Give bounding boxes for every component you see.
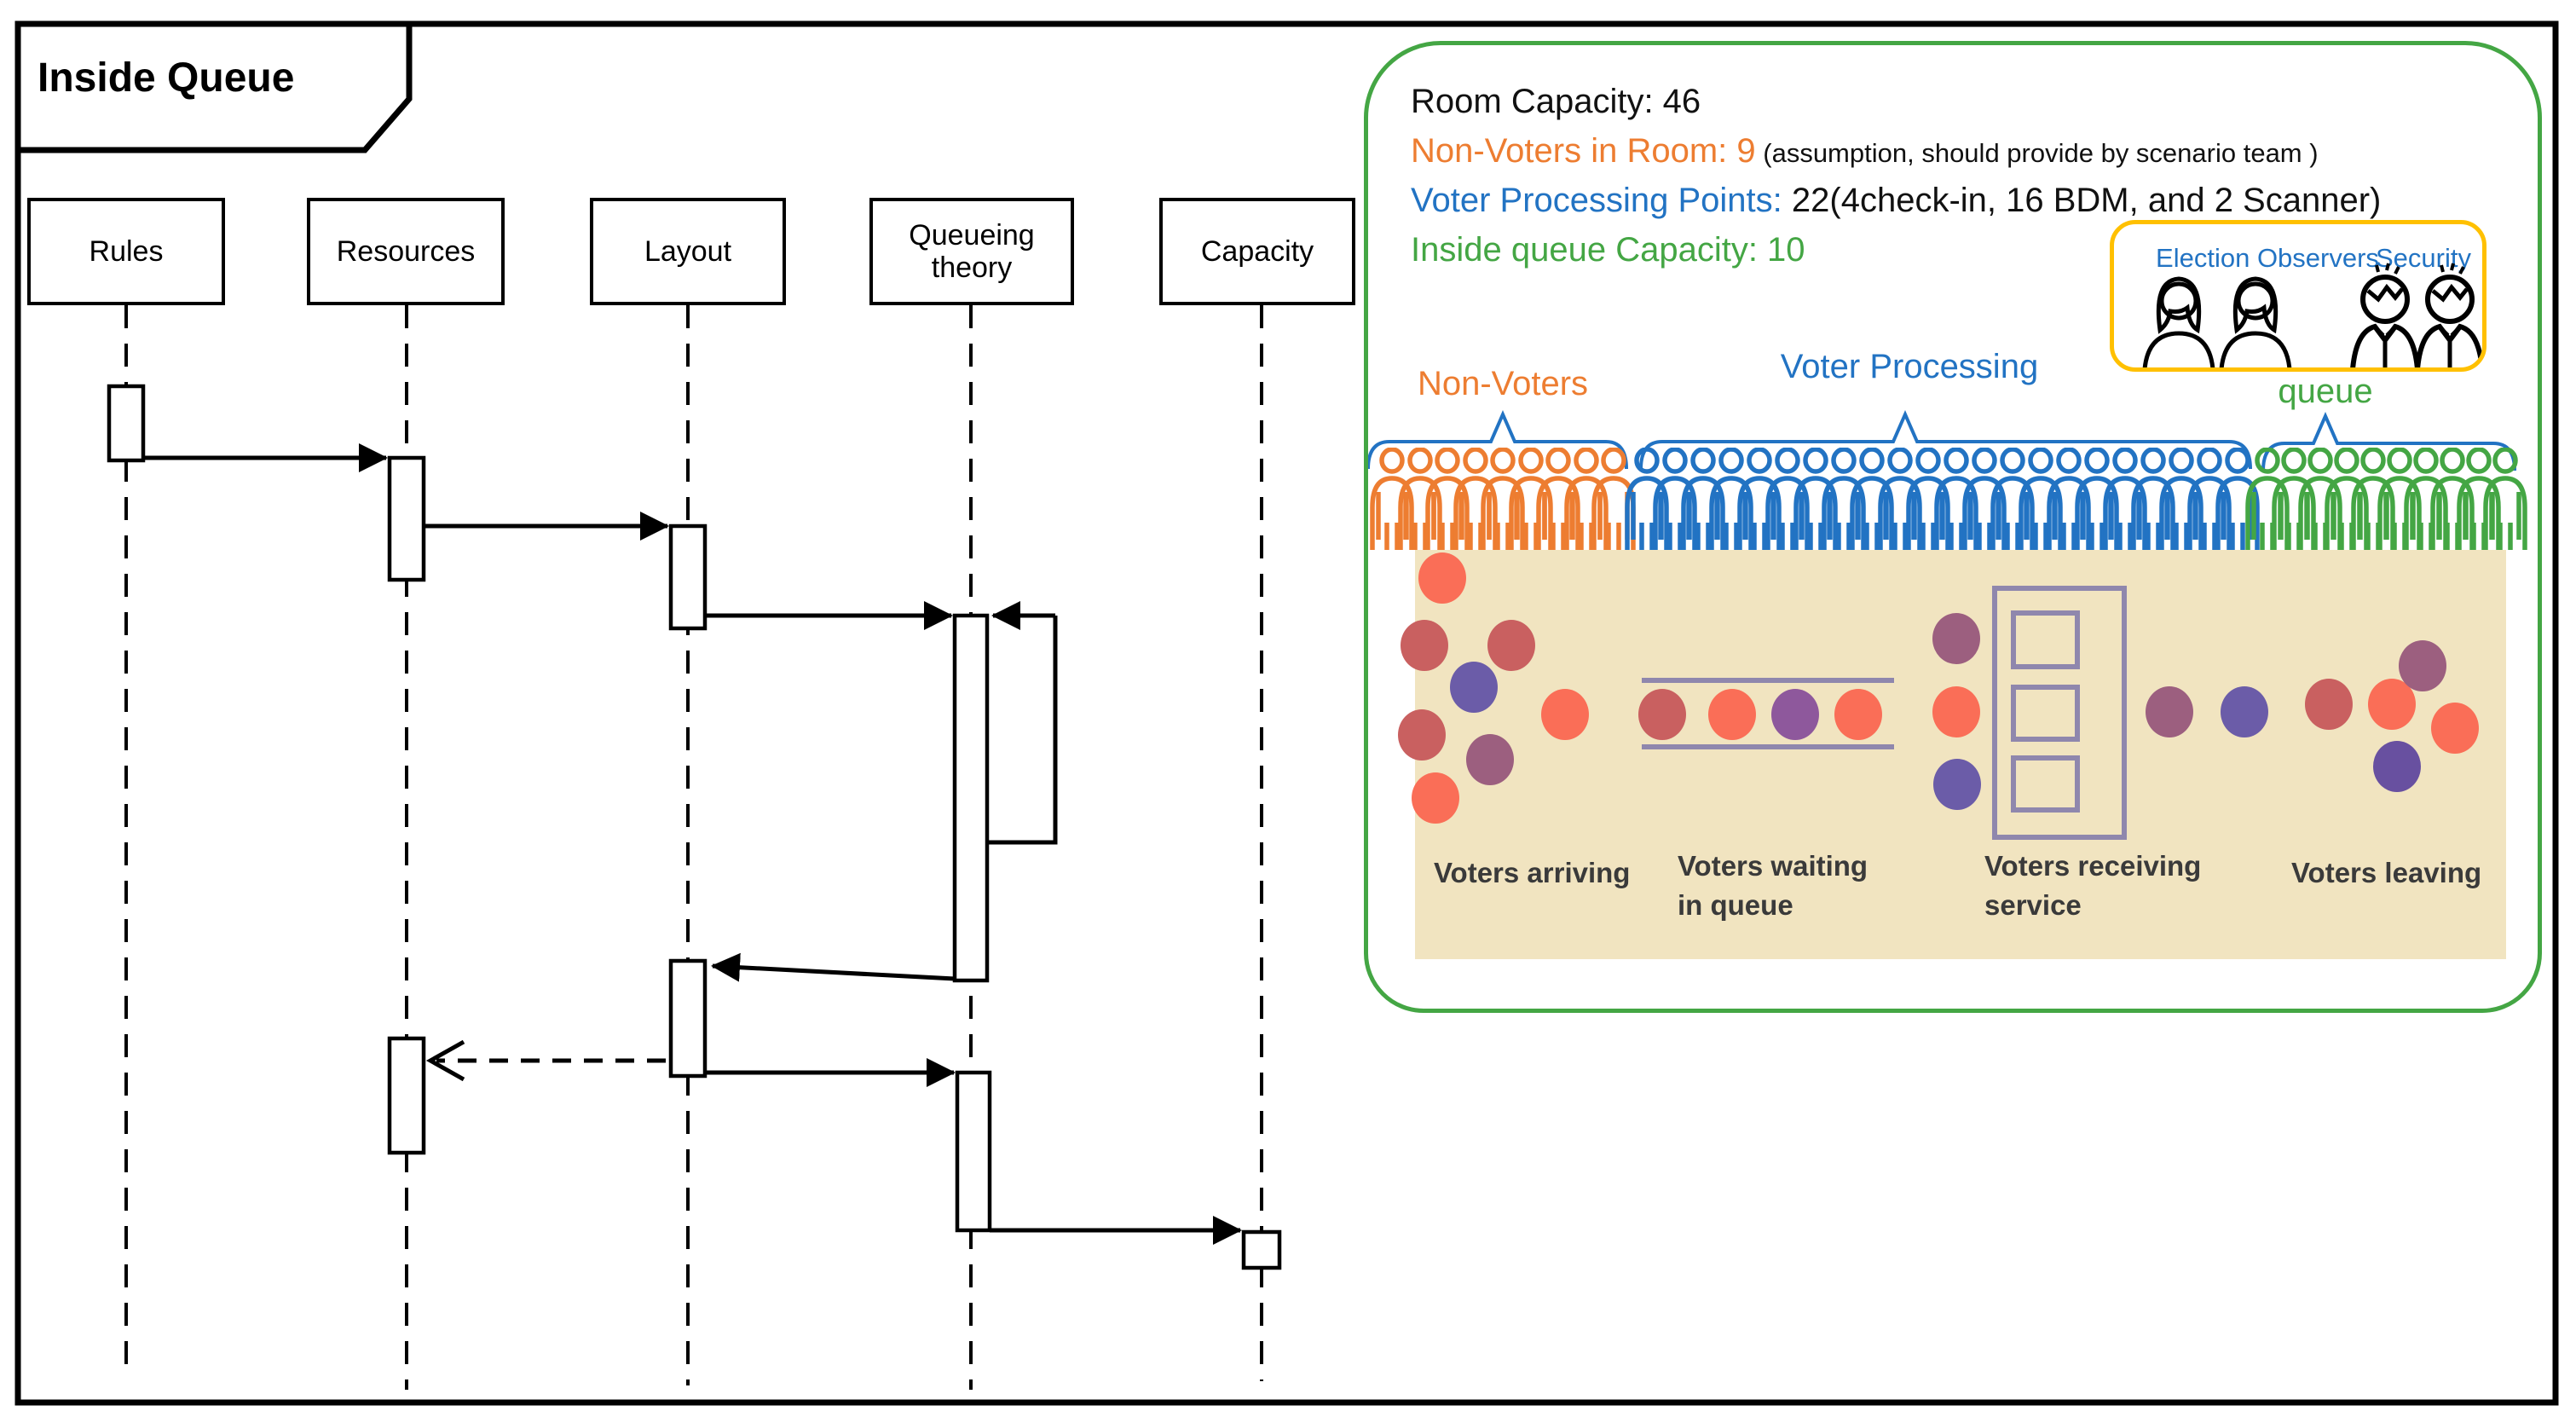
election-observers-label: Election Observers bbox=[2156, 243, 2379, 273]
self-message-loop bbox=[987, 616, 1058, 845]
lifeline-label: Queueing theory bbox=[909, 218, 1035, 284]
lifeline-header-capacity: Capacity bbox=[1159, 198, 1355, 305]
voter-dot-red bbox=[1638, 689, 1686, 740]
person-icon bbox=[2211, 448, 2264, 552]
activation-resources-2 bbox=[387, 1036, 426, 1155]
voter-dot-salmon bbox=[1541, 689, 1589, 740]
activation-layout-2 bbox=[668, 958, 708, 1079]
service-window bbox=[2011, 685, 2080, 742]
voter-dot-purple bbox=[1771, 689, 1819, 740]
voter-dot-red bbox=[1398, 709, 1446, 761]
voter-dot-salmon bbox=[2368, 679, 2416, 730]
voter-dot-red bbox=[1487, 620, 1535, 671]
voter-dot-plum bbox=[1932, 613, 1980, 664]
lifeline-label: Rules bbox=[89, 234, 164, 268]
voters-arriving-label: Voters arriving bbox=[1434, 857, 1631, 888]
queue-group-label: queue bbox=[2278, 373, 2373, 410]
voters-waiting-label-2: in queue bbox=[1678, 889, 1793, 921]
voters-leaving-label: Voters leaving bbox=[2291, 857, 2482, 888]
lifelines bbox=[124, 305, 1263, 1390]
processing-points-label: Voter Processing Points: bbox=[1411, 182, 1782, 219]
room-capacity-value: 46 bbox=[1653, 83, 1701, 120]
voters-receiving-label-2: service bbox=[1984, 889, 2082, 921]
voter-dot-salmon bbox=[2431, 703, 2479, 754]
voter-dot-salmon bbox=[1708, 689, 1756, 740]
voter-dot-violet bbox=[2221, 686, 2268, 737]
processing-points-line: Voter Processing Points: 22(4check-in, 1… bbox=[1411, 182, 2381, 220]
activation-queueing-2 bbox=[955, 1070, 992, 1233]
page-title: Inside Queue bbox=[38, 55, 295, 101]
non-voters-label: Non-Voters in Room: 9 bbox=[1411, 132, 1756, 170]
election-observer-icon bbox=[2142, 276, 2215, 367]
non-voters-line: Non-Voters in Room: 9 (assumption, shoul… bbox=[1411, 132, 2319, 171]
frame-title-pentagon bbox=[14, 20, 413, 153]
processing-points-value: 22(4check-in, 16 BDM, and 2 Scanner) bbox=[1782, 182, 2382, 219]
security-guard-icon bbox=[2415, 263, 2482, 367]
inside-queue-capacity-label: Inside queue Capacity: 10 bbox=[1411, 231, 1805, 269]
voter-dot-plum bbox=[1466, 734, 1514, 785]
activation-queueing-1 bbox=[952, 613, 990, 983]
non-voters-group-label: Non-Voters bbox=[1417, 365, 1589, 402]
inside-queue-capacity-line: Inside queue Capacity: 10 bbox=[1411, 231, 1805, 269]
diagram-frame-border bbox=[14, 20, 2559, 1406]
voter-processing-group-label: Voter Processing bbox=[1780, 348, 2039, 385]
activation-resources-1 bbox=[387, 455, 426, 582]
service-window bbox=[2011, 755, 2080, 813]
lifeline-label: Resources bbox=[336, 234, 476, 268]
non-voters-note: (assumption, should provide by scenario … bbox=[1755, 138, 2319, 168]
person-icon bbox=[2014, 448, 2067, 552]
activation-layout-1 bbox=[668, 523, 708, 631]
service-station-box bbox=[1992, 586, 2127, 840]
lifeline-header-rules: Rules bbox=[27, 198, 225, 305]
voter-dot-violet bbox=[1450, 662, 1498, 713]
annotation-panel: Room Capacity: 46 Non-Voters in Room: 9 … bbox=[1364, 41, 2542, 1013]
voter-dot-plum bbox=[2399, 640, 2446, 691]
voter-dot-red bbox=[1401, 620, 1448, 671]
queue-illustration: Voters arriving Voters waiting in queue … bbox=[1398, 550, 2506, 959]
voters-waiting-label: Voters waiting bbox=[1678, 850, 1868, 882]
security-guard-icon bbox=[2350, 263, 2420, 367]
lifeline-header-layout: Layout bbox=[590, 198, 786, 305]
voter-dot-salmon bbox=[1834, 689, 1882, 740]
room-capacity-line: Room Capacity: 46 bbox=[1411, 83, 1701, 121]
lifeline-label: Layout bbox=[644, 234, 732, 268]
voter-dot-plum bbox=[2146, 686, 2193, 737]
voters-receiving-label: Voters receiving bbox=[1984, 850, 2202, 882]
message-queueing-to-layout bbox=[711, 952, 956, 982]
room-capacity-label: Room Capacity: bbox=[1411, 83, 1654, 120]
activation-rules bbox=[107, 384, 146, 463]
activation-bars bbox=[107, 384, 1282, 1270]
staff-box: Election Observers Security bbox=[2110, 220, 2486, 372]
voter-dot-salmon bbox=[1418, 552, 1466, 604]
lifeline-header-queueing-theory: Queueing theory bbox=[869, 198, 1074, 305]
person-icon bbox=[2479, 448, 2532, 552]
voter-dot-red bbox=[2305, 679, 2353, 730]
election-observer-icon bbox=[2219, 276, 2292, 367]
security-label: Security bbox=[2376, 243, 2471, 273]
activation-capacity bbox=[1241, 1229, 1282, 1270]
voter-dot-darkviolet bbox=[2373, 741, 2421, 792]
voter-dot-violet bbox=[1933, 759, 1981, 810]
service-window bbox=[2011, 610, 2080, 669]
open-arrowhead bbox=[425, 1039, 465, 1082]
lifeline-header-resources: Resources bbox=[307, 198, 505, 305]
voter-dot-salmon bbox=[1412, 772, 1459, 824]
queue-illustration-graphics bbox=[1642, 586, 2127, 840]
lifeline-label: Capacity bbox=[1200, 234, 1314, 268]
voter-dot-salmon bbox=[1932, 686, 1980, 737]
